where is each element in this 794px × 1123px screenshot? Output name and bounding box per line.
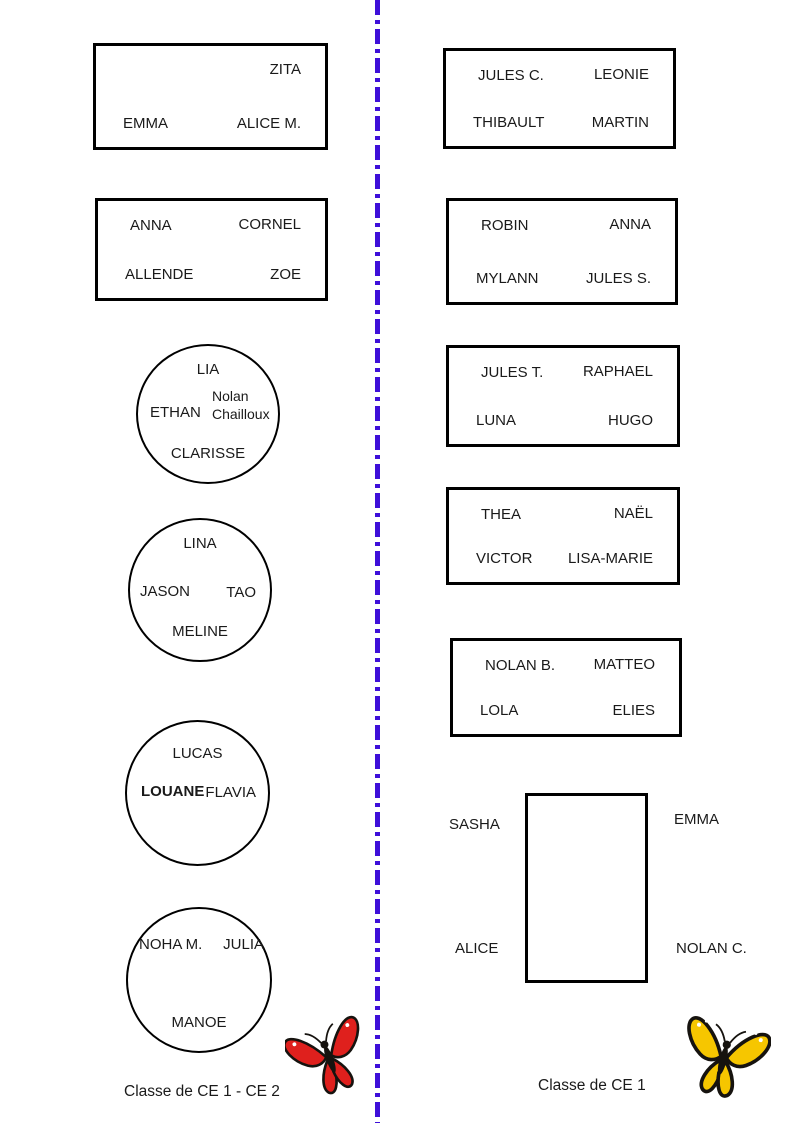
student-name: Nolan Chailloux [212, 388, 270, 422]
student-name: VICTOR [476, 550, 533, 567]
right-rect-table-1: JULES C. LEONIE THIBAULT MARTIN [443, 48, 676, 149]
student-name: ALICE M. [236, 115, 301, 132]
student-name: LIA [196, 361, 220, 378]
student-name: TAO [226, 584, 256, 601]
student-name: MANOE [171, 1014, 227, 1031]
right-rect-table-3: JULES T. RAPHAEL LUNA HUGO [446, 345, 680, 447]
student-name: JULES S. [585, 270, 651, 287]
student-name: MYLANN [476, 270, 539, 287]
student-name: NOLAN B. [485, 657, 556, 674]
left-round-table-2: LINA JASON TAO MELINE [128, 518, 272, 662]
student-name: LEONIE [593, 66, 649, 83]
student-name: JASON [140, 583, 191, 600]
right-vertical-table [525, 793, 648, 983]
student-name: LUNA [476, 412, 517, 429]
student-name: RAPHAEL [582, 363, 653, 380]
student-name: ANNA [130, 217, 172, 234]
student-name: ANNA [609, 216, 651, 233]
left-round-table-1: LIA ETHAN Nolan Chailloux CLARISSE [136, 344, 280, 484]
student-name: THEA [481, 506, 522, 523]
left-round-table-4: NOHA M. JULIA MANOE [126, 907, 272, 1053]
right-rect-table-4: THEA NAËL VICTOR LISA-MARIE [446, 487, 680, 585]
student-name: ETHAN [150, 404, 201, 421]
student-name: NAËL [613, 505, 653, 522]
right-class-caption: Classe de CE 1 [538, 1077, 646, 1094]
student-name: LINA [183, 535, 217, 552]
red-butterfly-icon [285, 1015, 360, 1095]
student-name: MELINE [172, 623, 228, 640]
left-rect-table-2: ANNA CORNEL ALLENDE ZOE [95, 198, 328, 301]
student-name: HUGO [608, 412, 653, 429]
left-class-caption: Classe de CE 1 - CE 2 [124, 1083, 280, 1100]
left-rect-table-1: ZITA EMMA ALICE M. [93, 43, 328, 150]
left-round-table-3: LUCAS LOUANE FLAVIA [125, 720, 270, 866]
student-name: CORNEL [238, 216, 301, 233]
student-name: ALLENDE [125, 266, 194, 283]
student-name: EMMA [674, 811, 719, 828]
student-name: EMMA [123, 115, 168, 132]
student-name: NOLAN C. [676, 940, 747, 957]
student-name: LOUANE [141, 783, 205, 800]
student-name: THIBAULT [473, 114, 545, 131]
student-name: CLARISSE [170, 445, 246, 462]
student-name: JULIA [223, 936, 264, 953]
student-name: ZOE [270, 266, 301, 283]
yellow-butterfly-icon [687, 1016, 771, 1098]
student-name: LISA-MARIE [567, 550, 653, 567]
student-name: ELIES [612, 702, 655, 719]
student-name: LUCAS [172, 745, 223, 762]
student-name: ROBIN [481, 217, 529, 234]
student-name: MARTIN [591, 114, 649, 131]
student-name: JULES T. [481, 364, 544, 381]
right-rect-table-2: ROBIN ANNA MYLANN JULES S. [446, 198, 678, 305]
right-rect-table-5: NOLAN B. MATTEO LOLA ELIES [450, 638, 682, 737]
student-name: FLAVIA [205, 784, 256, 801]
student-name: ZITA [269, 61, 301, 78]
student-name: LOLA [480, 702, 519, 719]
center-divider-line [375, 0, 380, 1123]
student-name: SASHA [449, 816, 500, 833]
student-name: MATTEO [593, 656, 655, 673]
student-name: ALICE [455, 940, 499, 957]
student-name: NOHA M. [139, 936, 203, 953]
student-name: JULES C. [478, 67, 544, 84]
